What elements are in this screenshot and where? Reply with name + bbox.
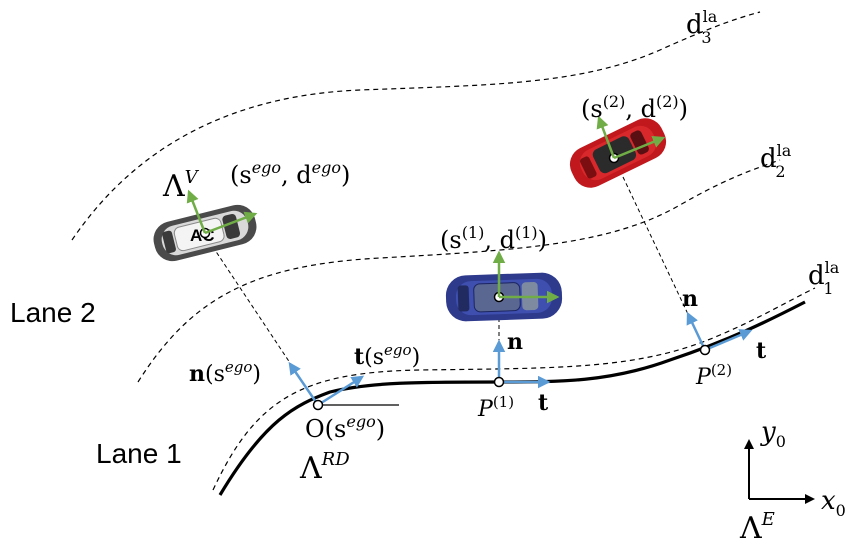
y-axis-label: y0	[760, 417, 786, 451]
normal-arrow-ego	[288, 361, 320, 406]
ego-coordinates-label: (sego, dego)	[230, 158, 350, 189]
normal-ego-label: n(sego)	[189, 358, 261, 387]
vehicle-2-coordinates-label: (s(2), d(2))	[581, 92, 688, 123]
earth-frame-label: ΛE	[739, 509, 775, 544]
lane-line-d2	[137, 159, 781, 383]
normal-arrow-p2	[686, 311, 707, 351]
lane-line-d3	[71, 11, 761, 241]
p1-label: P(1)	[477, 393, 514, 422]
vehicle-1-coordinates-label: (s(1), d(1))	[440, 223, 547, 254]
vehicle-2-heading-x-arrow	[613, 135, 666, 160]
p2-point	[699, 344, 711, 356]
tangent-p2-label: t	[756, 338, 767, 364]
x-axis-label: x0	[821, 486, 846, 520]
ego-heading-y-arrow	[186, 189, 207, 234]
vehicle-2-heading-y-arrow	[596, 115, 616, 159]
tangent-arrow-p2	[704, 329, 753, 352]
p2-label: P(2)	[695, 361, 732, 390]
p1-point	[493, 376, 505, 388]
road-frame-label: ΛRD	[299, 449, 350, 486]
lane-2-label: Lane 2	[10, 297, 96, 328]
tangent-ego-label: t(sego)	[354, 341, 420, 370]
origin-point	[312, 399, 324, 411]
normal-p1-label: n	[507, 329, 523, 355]
origin-label: O(sego)	[305, 412, 385, 443]
vehicle-2-car	[569, 118, 667, 188]
lane-line-d1	[212, 287, 816, 491]
ego-heading-x-arrow	[204, 211, 258, 235]
lane-1-label: Lane 1	[96, 438, 182, 469]
normal-p2-label: n	[682, 286, 698, 312]
vehicle-frame-label: ΛV	[162, 167, 200, 204]
tangent-arrow-ego	[317, 375, 365, 407]
tangent-p1-label: t	[538, 390, 549, 416]
